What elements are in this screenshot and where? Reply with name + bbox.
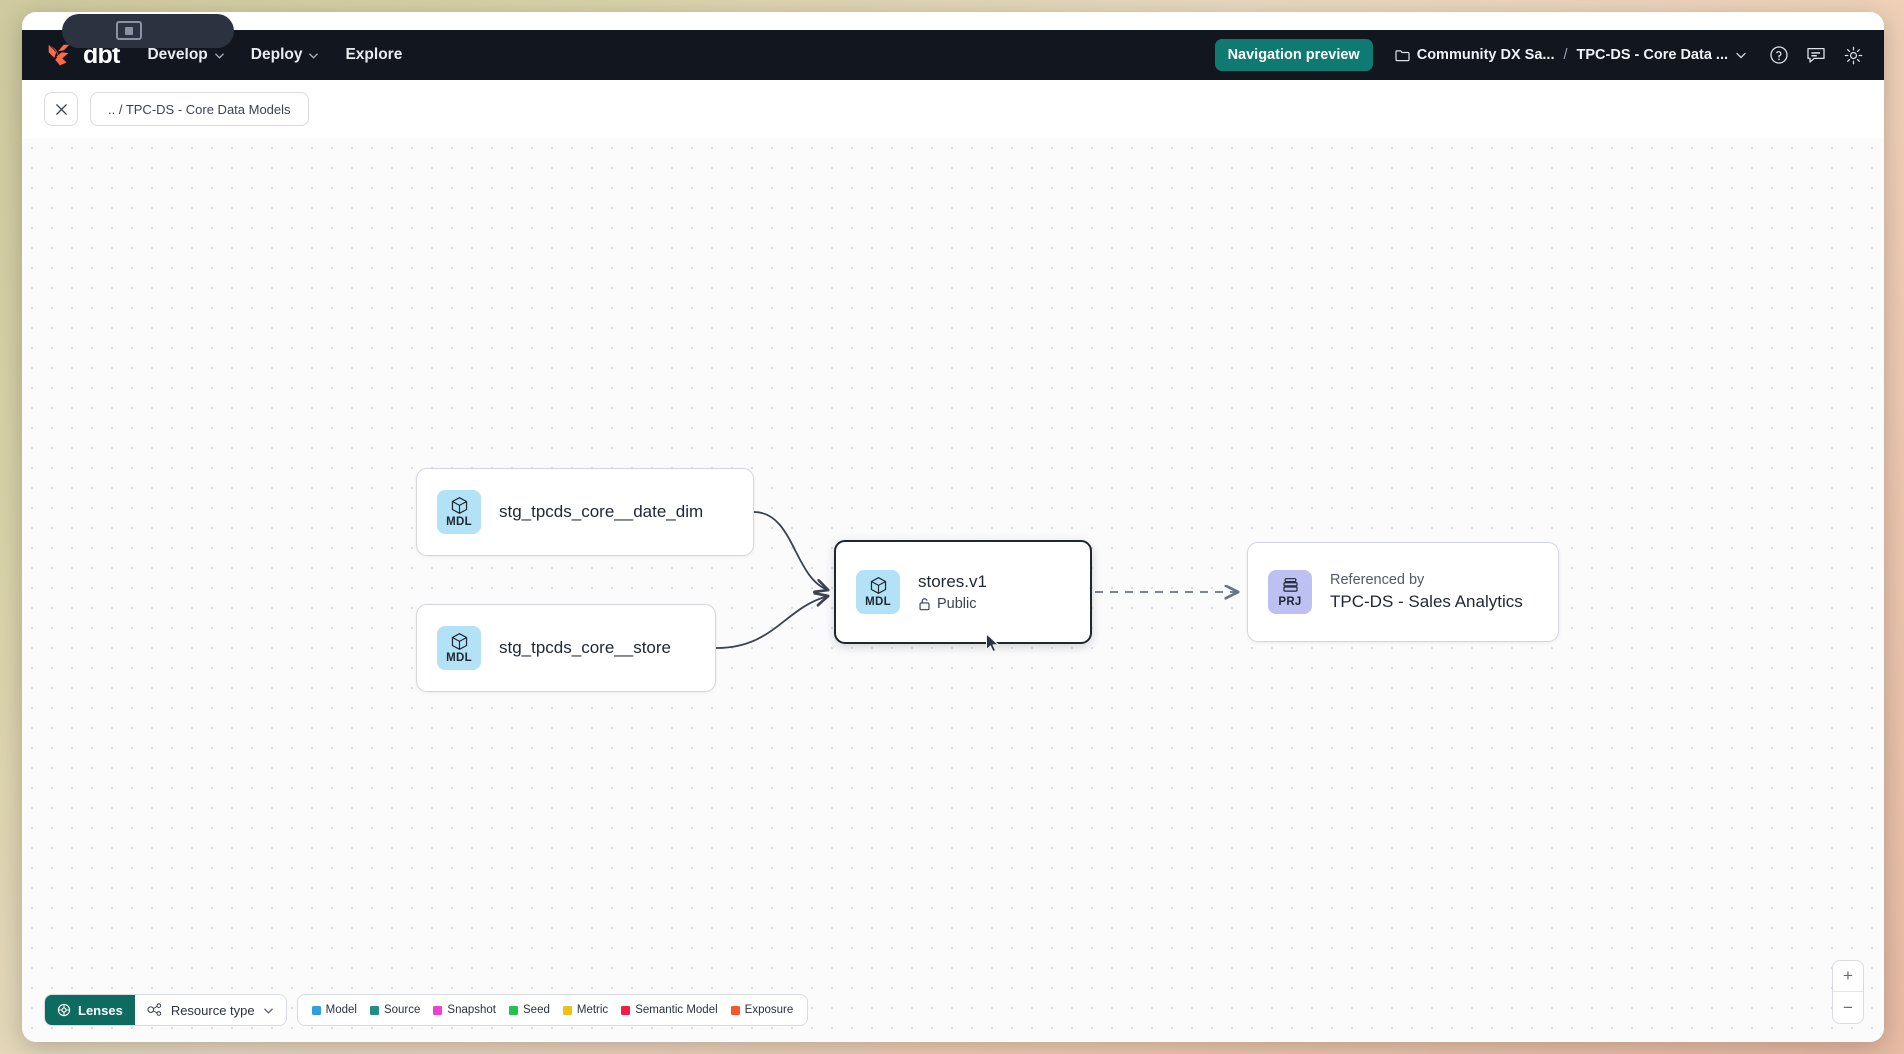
lineage-bottom-toolbar: Lenses Resource type: [44, 994, 809, 1026]
legend-label: Snapshot: [447, 1004, 497, 1016]
model-badge: MDL: [856, 570, 900, 614]
resource-type-label: Resource type: [170, 1002, 255, 1018]
legend-item-semantic-model: Semantic Model: [621, 1004, 718, 1016]
model-badge: MDL: [437, 626, 481, 670]
nav-item-develop-label: Develop: [147, 46, 208, 63]
legend-swatch: [433, 1005, 443, 1015]
legend-item-snapshot: Snapshot: [433, 1004, 496, 1016]
lineage-node-store[interactable]: MDL stg_tpcds_core__store: [416, 604, 716, 692]
lens-icon: [57, 1003, 71, 1017]
chevron-down-icon: [1736, 52, 1746, 59]
unlock-icon: [919, 598, 930, 611]
legend-label: Model: [325, 1004, 357, 1016]
app-window: dbt Develop Deploy Explore Navigation pr…: [22, 12, 1884, 1042]
cube-icon: [451, 496, 467, 514]
zoom-in-button[interactable]: +: [1833, 961, 1863, 992]
model-badge-label: MDL: [446, 651, 472, 664]
legend-label: Metric: [576, 1004, 609, 1016]
chevron-down-icon: [214, 52, 224, 59]
legend-swatch: [509, 1005, 519, 1015]
browser-tab-nub[interactable]: [62, 14, 234, 48]
model-badge-label: MDL: [446, 515, 472, 528]
chevron-down-icon: [309, 52, 319, 59]
lineage-node-text-stack: Referenced by TPC-DS - Sales Analytics: [1330, 572, 1523, 612]
lineage-canvas[interactable]: MDL stg_tpcds_core__date_dim MDL stg_tpc…: [22, 138, 1884, 1042]
resource-type-legend: Model Source Snapshot Seed Metric: [296, 994, 809, 1026]
legend-label: Seed: [523, 1004, 550, 1016]
close-lineage-button[interactable]: [44, 92, 78, 126]
lineage-node-title: stores.v1: [918, 572, 987, 591]
legend-swatch: [730, 1005, 740, 1015]
zoom-out-button[interactable]: −: [1843, 997, 1853, 1017]
breadcrumb-path-chip[interactable]: .. / TPC-DS - Core Data Models: [90, 92, 309, 126]
edge-date_dim-to-stores_v1: [753, 511, 828, 590]
breadcrumb: Community DX Sa... / TPC-DS - Core Data …: [1395, 47, 1747, 63]
legend-swatch: [562, 1005, 572, 1015]
breadcrumb-separator: /: [1563, 47, 1568, 63]
close-icon: [55, 103, 67, 115]
breadcrumb-account[interactable]: Community DX Sa...: [1395, 47, 1555, 63]
settings-gear-icon[interactable]: [1843, 45, 1864, 66]
lenses-control-group: Lenses Resource type: [44, 994, 287, 1026]
edge-store-to-stores_v1: [715, 596, 828, 649]
lineage-node-title: stg_tpcds_core__date_dim: [499, 502, 704, 521]
legend-item-source: Source: [369, 1004, 421, 1016]
feedback-icon[interactable]: [1806, 46, 1826, 65]
legend-swatch: [311, 1005, 321, 1015]
lenses-button[interactable]: Lenses: [45, 995, 135, 1025]
legend-item-seed: Seed: [509, 1004, 550, 1016]
legend-item-metric: Metric: [562, 1004, 609, 1016]
breadcrumb-project[interactable]: TPC-DS - Core Data ...: [1577, 47, 1747, 63]
breadcrumb-project-label: TPC-DS - Core Data ...: [1576, 47, 1728, 63]
folder-icon: [1395, 49, 1410, 61]
cube-icon: [870, 576, 886, 594]
lineage-node-kicker: Referenced by: [1330, 572, 1425, 588]
legend-item-model: Model: [311, 1004, 357, 1016]
dbt-logo-icon: [48, 44, 70, 66]
header-icon-group: [1769, 45, 1864, 66]
lineage-node-title: stg_tpcds_core__store: [499, 638, 671, 657]
legend-item-exposure: Exposure: [730, 1004, 794, 1016]
lineage-node-stores-v1[interactable]: MDL stores.v1 Public: [834, 540, 1092, 644]
lineage-node-sales-analytics[interactable]: PRJ Referenced by TPC-DS - Sales Analyti…: [1247, 542, 1559, 642]
legend-label: Semantic Model: [635, 1004, 718, 1016]
help-circle-icon[interactable]: [1769, 45, 1789, 65]
resource-type-filter[interactable]: Resource type: [134, 995, 286, 1025]
legend-label: Exposure: [744, 1004, 794, 1016]
nav-item-deploy[interactable]: Deploy: [251, 46, 320, 64]
chevron-down-icon: [263, 1007, 273, 1014]
lineage-node-access: Public: [918, 596, 987, 612]
nav-item-deploy-label: Deploy: [250, 46, 303, 63]
project-badge: PRJ: [1268, 570, 1312, 614]
legend-swatch: [621, 1005, 631, 1015]
model-badge-label: MDL: [865, 595, 891, 608]
navigation-preview-badge[interactable]: Navigation preview: [1214, 39, 1373, 71]
legend-swatch: [369, 1005, 379, 1015]
zoom-controls: + −: [1832, 960, 1864, 1024]
nav-item-explore-label: Explore: [345, 46, 403, 63]
legend-label: Source: [383, 1004, 421, 1016]
lineage-node-text-stack: stores.v1 Public: [918, 572, 987, 612]
cube-icon: [451, 632, 467, 650]
model-badge: MDL: [437, 490, 481, 534]
explore-toolbar: .. / TPC-DS - Core Data Models: [22, 80, 1884, 138]
project-badge-label: PRJ: [1278, 595, 1302, 608]
nav-item-explore[interactable]: Explore: [345, 46, 402, 64]
lineage-edges: [715, 511, 1884, 649]
breadcrumb-account-label: Community DX Sa...: [1416, 47, 1555, 63]
nav-item-develop[interactable]: Develop: [147, 46, 224, 64]
lineage-node-title: TPC-DS - Sales Analytics: [1330, 592, 1523, 611]
nodes-icon: [147, 1003, 162, 1016]
project-stack-icon: [1282, 577, 1298, 592]
lenses-button-label: Lenses: [78, 1002, 123, 1018]
window-icon: [116, 21, 142, 40]
lineage-node-date-dim[interactable]: MDL stg_tpcds_core__date_dim: [416, 468, 754, 556]
lineage-node-access-label: Public: [937, 596, 977, 612]
top-navigation-bar: dbt Develop Deploy Explore Navigation pr…: [22, 30, 1884, 80]
